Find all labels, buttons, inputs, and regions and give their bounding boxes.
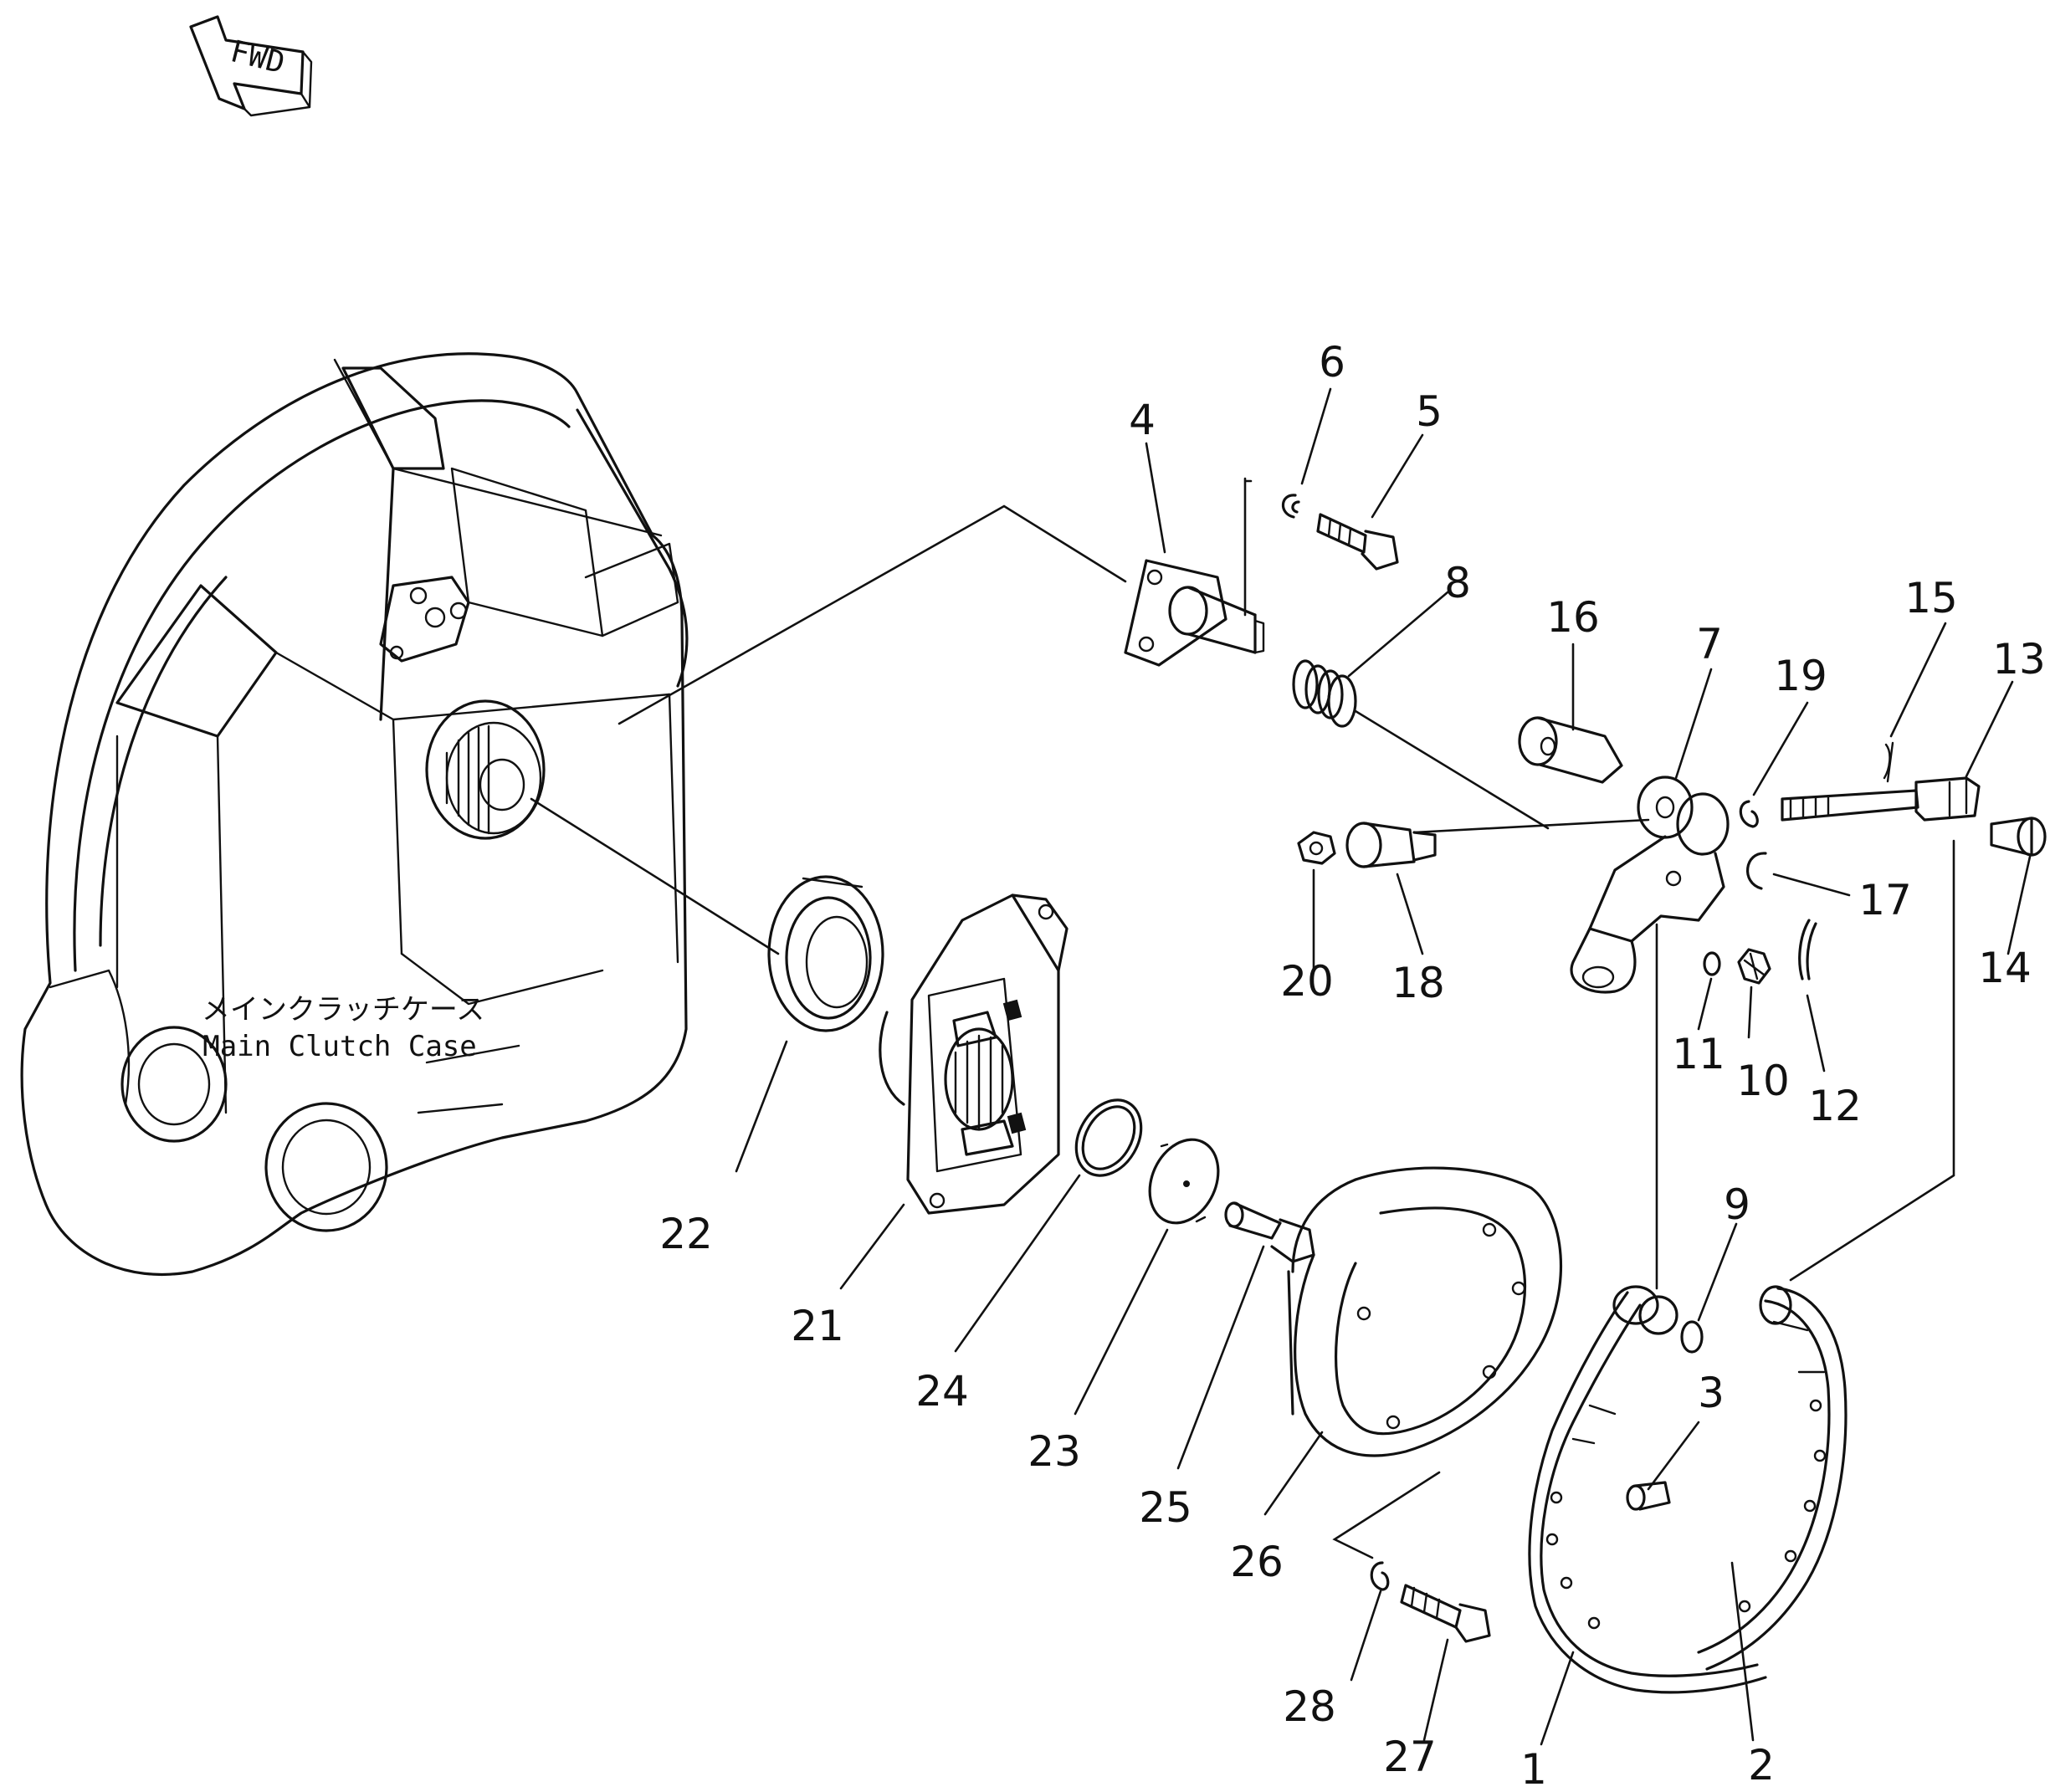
part-24-o-ring xyxy=(1074,1098,1143,1177)
part-label-14: 14 xyxy=(1978,944,2032,992)
main-clutch-case: メインクラッチケース Main Clutch Case xyxy=(20,352,689,1276)
part-28-washer xyxy=(1370,1561,1390,1591)
part-11-washer xyxy=(1703,951,1721,976)
part-label-5: 5 xyxy=(1416,387,1443,436)
part-7-lever xyxy=(1570,776,1730,994)
part-label-21: 21 xyxy=(791,1302,844,1350)
leader-lines xyxy=(735,387,2032,1746)
part-label-18: 18 xyxy=(1391,959,1445,1007)
part-1-brake-band xyxy=(1528,1285,1767,1694)
part-9-washer xyxy=(1680,1320,1704,1354)
assembly-guide-lines xyxy=(530,477,1955,1559)
part-label-24: 24 xyxy=(915,1367,969,1416)
case-caption-english: Main Clutch Case xyxy=(202,1030,477,1063)
part-label-2: 2 xyxy=(1748,1741,1775,1789)
part-label-16: 16 xyxy=(1546,593,1600,642)
case-caption-japanese: メインクラッチケース xyxy=(202,993,484,1027)
part-3-pin xyxy=(1626,1481,1671,1511)
part-14-pin xyxy=(1990,817,2047,857)
part-label-15: 15 xyxy=(1904,574,1958,622)
part-2-brake-lining xyxy=(1697,1285,1848,1671)
part-label-11: 11 xyxy=(1672,1030,1725,1078)
part-number-labels: 4 6 5 8 16 7 15 13 19 17 20 18 14 11 10 … xyxy=(659,338,2046,1792)
part-18-bolt xyxy=(1345,822,1437,868)
part-label-10: 10 xyxy=(1736,1057,1790,1105)
part-label-8: 8 xyxy=(1444,559,1471,607)
part-label-6: 6 xyxy=(1319,338,1345,387)
part-label-27: 27 xyxy=(1383,1733,1437,1781)
part-label-23: 23 xyxy=(1028,1427,1081,1476)
part-5-bolt xyxy=(1316,513,1399,571)
part-8-spring xyxy=(1292,659,1357,728)
part-label-13: 13 xyxy=(1992,635,2046,684)
part-label-12: 12 xyxy=(1808,1082,1862,1130)
part-label-28: 28 xyxy=(1283,1682,1336,1731)
part-label-19: 19 xyxy=(1774,652,1827,700)
part-16-pin xyxy=(1518,716,1623,784)
forward-arrow-icon: FWD xyxy=(189,15,313,117)
part-4-shaft-bracket xyxy=(1124,559,1265,667)
part-10-nut xyxy=(1737,948,1771,985)
part-15-rod xyxy=(1781,741,1919,822)
part-26-brake-drum xyxy=(1287,1166,1562,1457)
part-22-oil-seal xyxy=(767,875,884,1032)
part-12-cotter-pin xyxy=(1798,919,1817,980)
part-label-3: 3 xyxy=(1698,1369,1725,1417)
part-19-snap-ring xyxy=(1739,800,1759,828)
fwd-label: FWD xyxy=(227,34,288,81)
part-label-17: 17 xyxy=(1858,876,1912,924)
part-label-9: 9 xyxy=(1724,1180,1750,1229)
part-label-7: 7 xyxy=(1696,620,1723,668)
part-27-bolt xyxy=(1400,1584,1491,1643)
part-label-26: 26 xyxy=(1230,1538,1284,1586)
part-17-ring xyxy=(1746,852,1767,890)
part-23-plate xyxy=(1148,1138,1220,1225)
part-21-housing xyxy=(879,893,1069,1215)
part-6-washer xyxy=(1281,494,1300,519)
part-20-nut xyxy=(1297,831,1336,865)
part-label-25: 25 xyxy=(1139,1483,1192,1532)
part-label-20: 20 xyxy=(1280,957,1334,1006)
part-label-22: 22 xyxy=(659,1210,713,1258)
part-label-1: 1 xyxy=(1520,1745,1547,1792)
part-label-4: 4 xyxy=(1129,396,1156,444)
part-13-clevis xyxy=(1914,776,1981,822)
